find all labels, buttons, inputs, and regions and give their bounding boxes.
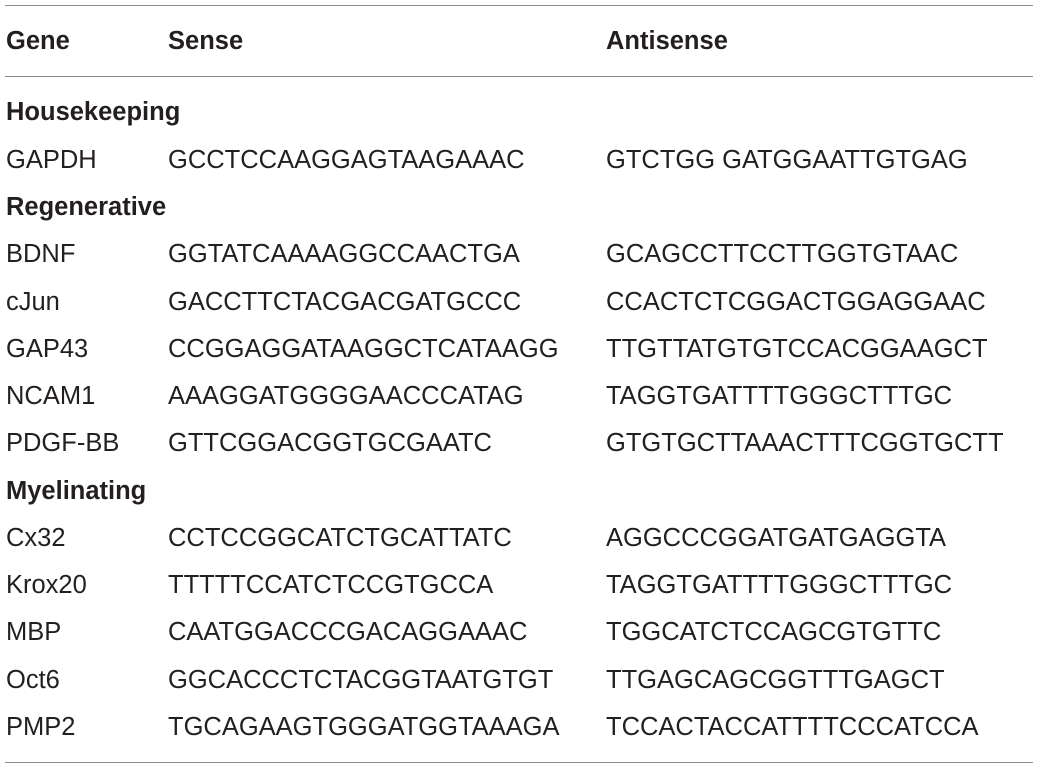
antisense-cell: TAGGTGATTTTGGGCTTTGC	[606, 571, 953, 599]
table-row: GAP43 CCGGAGGATAAGGCTCATAAGG TTGTTATGTGT…	[0, 329, 1039, 369]
gene-cell: BDNF	[6, 240, 76, 268]
sense-cell: CAATGGACCCGACAGGAAAC	[168, 618, 528, 646]
antisense-cell: TGGCATCTCCAGCGTGTTC	[606, 618, 942, 646]
bottom-rule	[5, 762, 1033, 763]
header-rule	[5, 76, 1033, 77]
antisense-cell: TCCACTACCATTTTCCCATCCA	[606, 713, 979, 741]
sense-cell: TGCAGAAGTGGGATGGTAAAGA	[168, 713, 560, 741]
gene-cell: MBP	[6, 618, 62, 646]
gene-cell: PMP2	[6, 713, 76, 741]
sense-cell: GGCACCCTCTACGGTAATGTGT	[168, 666, 554, 694]
group-label: Myelinating	[6, 477, 147, 505]
group-header-myelinating: Myelinating	[0, 471, 1039, 511]
antisense-cell: GCAGCCTTCCTTGGTGTAAC	[606, 240, 959, 268]
table-row: Krox20 TTTTTCCATCTCCGTGCCA TAGGTGATTTTGG…	[0, 565, 1039, 605]
sense-cell: GCCTCCAAGGAGTAAGAAAC	[168, 146, 525, 174]
antisense-cell: GTCTGG GATGGAATTGTGAG	[606, 146, 968, 174]
sense-cell: GGTATCAAAAGGCCAACTGA	[168, 240, 520, 268]
group-label: Regenerative	[6, 193, 167, 221]
table-row: Oct6 GGCACCCTCTACGGTAATGTGT TTGAGCAGCGGT…	[0, 660, 1039, 700]
table-row: PMP2 TGCAGAAGTGGGATGGTAAAGA TCCACTACCATT…	[0, 707, 1039, 747]
table-row: Cx32 CCTCCGGCATCTGCATTATC AGGCCCGGATGATG…	[0, 518, 1039, 558]
gene-cell: PDGF-BB	[6, 429, 120, 457]
header-antisense: Antisense	[606, 27, 728, 55]
gene-cell: GAPDH	[6, 146, 97, 174]
antisense-cell: AGGCCCGGATGATGAGGTA	[606, 524, 947, 552]
sense-cell: GTTCGGACGGTGCGAATC	[168, 429, 492, 457]
gene-cell: cJun	[6, 288, 60, 316]
table-row: BDNF GGTATCAAAAGGCCAACTGA GCAGCCTTCCTTGG…	[0, 234, 1039, 274]
sense-cell: GACCTTCTACGACGATGCCC	[168, 288, 522, 316]
header-sense: Sense	[168, 27, 244, 55]
sense-cell: AAAGGATGGGGAACCCATAG	[168, 382, 524, 410]
header-gene: Gene	[6, 27, 70, 55]
sense-cell: CCTCCGGCATCTGCATTATC	[168, 524, 512, 552]
table-row: PDGF-BB GTTCGGACGGTGCGAATC GTGTGCTTAAACT…	[0, 423, 1039, 463]
gene-cell: Oct6	[6, 666, 60, 694]
antisense-cell: CCACTCTCGGACTGGAGGAAC	[606, 288, 986, 316]
table-header-row: Gene Sense Antisense	[0, 21, 1039, 61]
top-rule	[5, 5, 1033, 6]
antisense-cell: TTGTTATGTGTCCACGGAAGCT	[606, 335, 988, 363]
antisense-cell: TAGGTGATTTTGGGCTTTGC	[606, 382, 953, 410]
table-row: MBP CAATGGACCCGACAGGAAAC TGGCATCTCCAGCGT…	[0, 612, 1039, 652]
gene-cell: Cx32	[6, 524, 66, 552]
group-header-housekeeping: Housekeeping	[0, 92, 1039, 132]
gene-cell: Krox20	[6, 571, 87, 599]
antisense-cell: GTGTGCTTAAACTTTCGGTGCTT	[606, 429, 1004, 457]
antisense-cell: TTGAGCAGCGGTTTGAGCT	[606, 666, 945, 694]
group-header-regenerative: Regenerative	[0, 187, 1039, 227]
sense-cell: CCGGAGGATAAGGCTCATAAGG	[168, 335, 559, 363]
table-row: NCAM1 AAAGGATGGGGAACCCATAG TAGGTGATTTTGG…	[0, 376, 1039, 416]
table-row: cJun GACCTTCTACGACGATGCCC CCACTCTCGGACTG…	[0, 282, 1039, 322]
gene-cell: GAP43	[6, 335, 89, 363]
group-label: Housekeeping	[6, 98, 181, 126]
gene-cell: NCAM1	[6, 382, 96, 410]
table-row: GAPDH GCCTCCAAGGAGTAAGAAAC GTCTGG GATGGA…	[0, 140, 1039, 180]
sense-cell: TTTTTCCATCTCCGTGCCA	[168, 571, 494, 599]
